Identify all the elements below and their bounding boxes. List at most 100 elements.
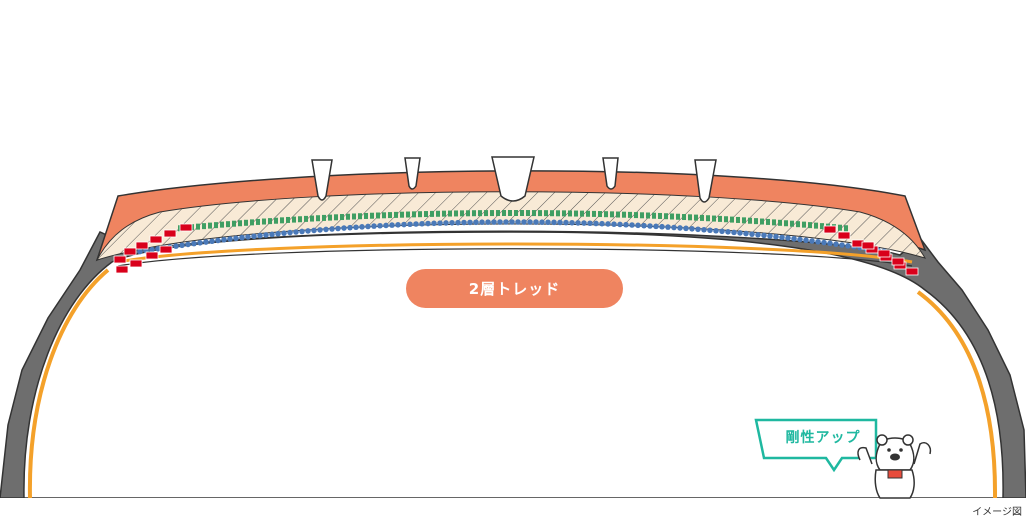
groove-3 — [491, 156, 535, 202]
belt-cord-green — [274, 217, 278, 224]
belt-cord-green — [694, 214, 698, 221]
carcass-ply — [27, 268, 110, 498]
belt-cord-blue — [623, 221, 629, 228]
belt-cord-green — [496, 210, 500, 217]
belt-cord-green — [634, 212, 638, 219]
belt-cord-blue — [539, 219, 545, 225]
belt-cord-blue — [629, 222, 635, 228]
belt-cord-blue — [809, 238, 815, 244]
belt-cord-blue — [779, 234, 785, 241]
belt-cord-blue — [383, 222, 389, 229]
belt-cord-green — [622, 211, 626, 218]
belt-cord-green — [430, 210, 434, 217]
belt-cord-blue — [827, 240, 833, 247]
belt-cord-blue — [317, 227, 323, 233]
belt-cord-blue — [335, 225, 341, 232]
belt-cord-green — [322, 214, 326, 221]
belt-cord-blue — [323, 226, 329, 233]
belt-cord-green — [514, 210, 518, 217]
belt-cord-blue — [341, 225, 347, 231]
belt-cord-green — [340, 214, 344, 221]
belt-cord-green — [220, 221, 224, 228]
belt-cord-blue — [221, 236, 227, 243]
belt-cord-blue — [737, 230, 743, 236]
belt-cord-green — [364, 212, 368, 219]
belt-cord-green — [682, 214, 686, 221]
belt-cord-blue — [725, 229, 731, 235]
belt-cord-green — [478, 210, 482, 217]
belt-cord-green — [418, 211, 422, 218]
reinforcement-block — [159, 245, 173, 254]
belt-cord-green — [436, 210, 440, 217]
belt-cord-green — [202, 223, 206, 230]
belt-cord-green — [712, 215, 716, 222]
belt-cord-blue — [215, 237, 221, 244]
belt-cord-green — [790, 220, 794, 227]
belt-cord-green — [376, 212, 380, 219]
belt-cord-green — [526, 210, 530, 217]
belt-cord-blue — [407, 221, 413, 228]
belt-cord-blue — [551, 219, 557, 226]
belt-cord-green — [586, 210, 590, 217]
belt-cord-green — [838, 224, 842, 231]
belt-cord-blue — [599, 220, 605, 227]
belt-cord-green — [796, 221, 800, 228]
belt-cord-green — [268, 218, 272, 225]
belt-cord-blue — [269, 231, 275, 238]
belt-cord-green — [208, 222, 212, 229]
belt-cord-green — [580, 210, 584, 217]
belt-cord-blue — [425, 220, 431, 227]
belt-cord-blue — [671, 224, 677, 231]
belt-cord-green — [400, 211, 404, 218]
belt-cord-green — [550, 210, 554, 217]
belt-cord-green — [466, 210, 470, 217]
belt-cord-blue — [401, 221, 407, 228]
belt-cord-green — [460, 210, 464, 217]
belt-cord-blue — [455, 219, 461, 226]
belt-cord-green — [628, 211, 632, 218]
reinforcement-block — [877, 249, 891, 258]
belt-cord-green — [598, 211, 602, 218]
groove-1 — [311, 159, 333, 201]
belt-cord-blue — [701, 226, 707, 233]
belt-cord-blue — [713, 227, 719, 234]
belt-cord-green — [520, 210, 524, 217]
belt-cord-blue — [173, 243, 179, 249]
belt-cord-green — [532, 210, 536, 217]
reinforcement-block — [823, 225, 837, 234]
belt-cord-blue — [569, 219, 575, 226]
belt-layer-green — [178, 210, 848, 232]
belt-cord-blue — [545, 219, 551, 226]
belt-cord-blue — [365, 223, 371, 230]
belt-cord-green — [820, 223, 824, 230]
tread-label-pill: 2層トレッド — [406, 269, 623, 308]
belt-cord-blue — [227, 236, 233, 242]
belt-cord-green — [724, 216, 728, 223]
belt-layer-blue — [137, 219, 887, 255]
belt-cord-blue — [305, 228, 311, 234]
image-caption: イメージ図 — [972, 507, 1022, 518]
belt-cord-green — [616, 211, 620, 218]
belt-cord-blue — [485, 219, 491, 225]
bubble-label: 剛性アップ — [785, 430, 861, 446]
belt-cord-green — [808, 222, 812, 229]
belt-cord-green — [562, 210, 566, 217]
belt-cord-green — [298, 216, 302, 223]
belt-cord-green — [700, 214, 704, 221]
groove-2 — [404, 157, 421, 190]
belt-cord-green — [412, 211, 416, 218]
belt-cord-green — [244, 219, 248, 226]
belt-cord-green — [610, 211, 614, 218]
belt-cord-blue — [467, 219, 473, 226]
belt-cord-blue — [347, 224, 353, 231]
belt-cord-blue — [611, 221, 617, 227]
belt-cord-blue — [515, 219, 521, 225]
reinforcement-right — [823, 225, 919, 276]
belt-cord-green — [334, 214, 338, 221]
belt-cord-blue — [197, 240, 203, 246]
belt-cord-green — [442, 210, 446, 217]
belt-cord-blue — [797, 236, 803, 243]
groove-5 — [694, 159, 717, 203]
belt-cord-blue — [257, 232, 263, 239]
